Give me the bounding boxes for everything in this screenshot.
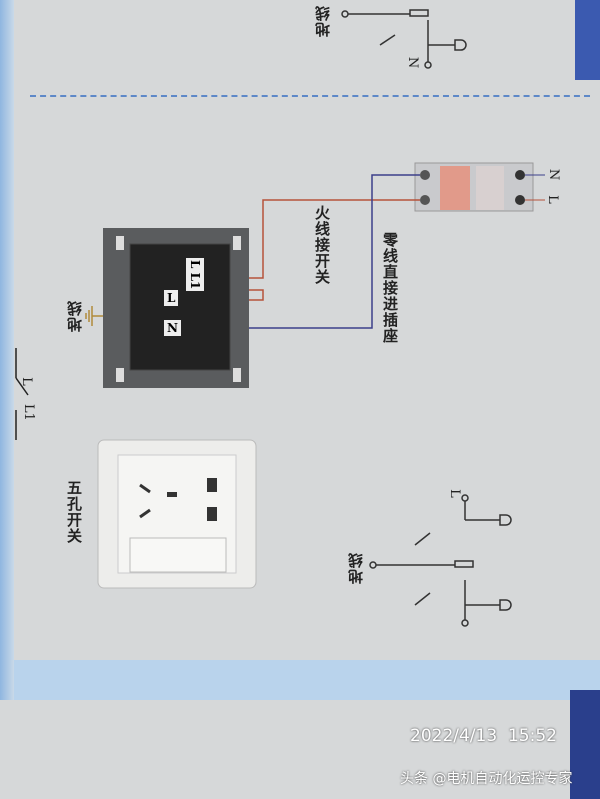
top-n-label: N <box>405 56 421 69</box>
breaker-n-label: N <box>546 168 562 181</box>
neutral-wire-note: 零线直接进插座 <box>381 232 399 344</box>
socket-panel <box>97 439 257 589</box>
switch-l1-label: L1 <box>20 404 36 421</box>
terminal-l: L <box>164 290 179 306</box>
switch-symbol-icon <box>15 348 29 440</box>
switch-back-box <box>103 228 249 388</box>
terminal-l-l1: L L1 <box>186 258 204 292</box>
corner-blue-band <box>570 690 600 799</box>
top-ground-label: 地线 <box>314 5 332 37</box>
circuit-breaker <box>414 162 545 212</box>
top-schematic <box>341 9 467 69</box>
ground-symbol-icon <box>85 306 93 326</box>
terminal-n: N <box>164 320 181 336</box>
ground-label: 地线 <box>66 300 84 332</box>
breaker-l-label: L <box>544 195 560 204</box>
bottom-l-label: L <box>446 489 462 498</box>
live-wire-note: 火线接开关 <box>313 205 331 285</box>
socket-caption: 五孔开关 <box>65 480 83 544</box>
bottom-blue-bar <box>14 660 600 700</box>
top-right-blue-band <box>575 0 600 80</box>
left-blue-strip <box>0 0 14 700</box>
source-watermark: 头条 @电机自动化运控专家 <box>400 771 573 787</box>
page-divider <box>30 95 590 97</box>
photo-timestamp: 2022/4/13 15:52 <box>410 726 557 746</box>
neutral-wire <box>180 174 420 329</box>
switch-l-label: L <box>18 377 34 386</box>
bottom-ground-label: 地线 <box>347 552 365 584</box>
bottom-schematic <box>369 494 512 627</box>
